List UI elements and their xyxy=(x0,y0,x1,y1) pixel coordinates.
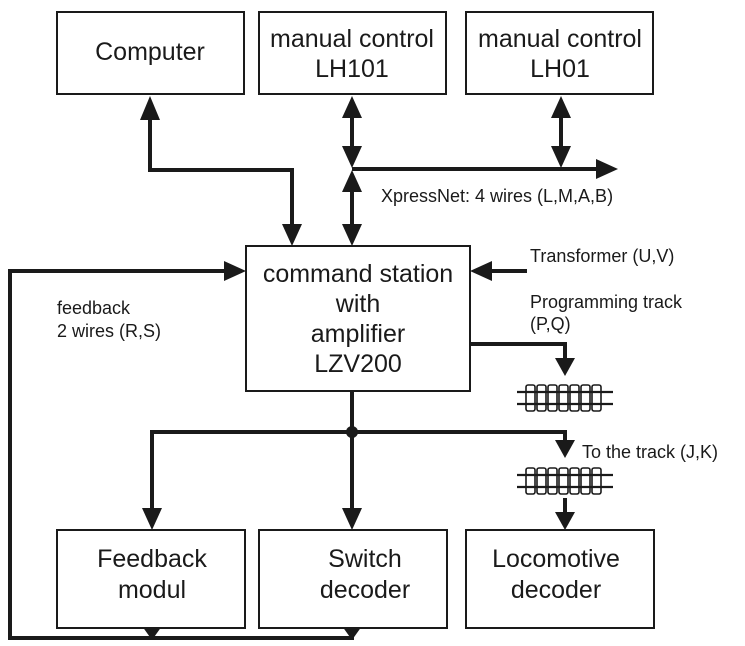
switch-decoder-label-line1: Switch xyxy=(328,545,402,573)
arrow-down-from-switch-decoder xyxy=(342,626,362,640)
arrow-down-to-feedback-modul xyxy=(142,508,162,530)
arrow-down-to-locomotive-decoder xyxy=(555,512,575,530)
manual-control-lh101-label-line2: LH101 xyxy=(315,55,389,83)
arrow-left-from-transformer xyxy=(470,261,492,281)
manual-control-lh01-label-line1: manual control xyxy=(478,25,642,53)
feedback-modul-block: Feedback modul xyxy=(56,529,246,629)
arrow-up-to-lh101 xyxy=(342,96,362,118)
switch-decoder-block: Switch decoder xyxy=(258,529,448,629)
locomotive-decoder-label-line2: decoder xyxy=(511,576,601,604)
programming-track-label-line1: Programming track xyxy=(530,292,683,312)
command-station-block: command station with amplifier LZV200 xyxy=(245,245,471,392)
manual-control-lh01-block: manual control LH01 xyxy=(465,11,654,95)
locomotive-decoder-block: Locomotive decoder xyxy=(465,529,655,629)
manual-control-lh01-label-line2: LH01 xyxy=(530,55,590,83)
feedback-modul-label-line2: modul xyxy=(118,576,186,604)
command-station-label-line3: amplifier xyxy=(311,320,405,348)
computer-to-station-wire xyxy=(148,120,294,234)
transformer-label: Transformer (U,V) xyxy=(530,246,674,266)
to-track-label: To the track (J,K) xyxy=(582,442,718,462)
bus-to-track-wire xyxy=(352,430,567,446)
arrow-down-from-lh101 xyxy=(342,146,362,168)
manual-control-lh101-block: manual control LH101 xyxy=(258,11,447,95)
arrow-down-from-feedback-modul xyxy=(142,626,162,640)
programming-track-label-line2: (P,Q) xyxy=(530,314,571,334)
arrow-heads xyxy=(140,96,618,640)
feedback-label-line1: feedback xyxy=(57,298,131,318)
arrow-down-from-lh01 xyxy=(551,146,571,168)
command-station-label-line4: LZV200 xyxy=(314,350,402,378)
arrow-down-to-track xyxy=(555,440,575,458)
manual-control-lh101-label-line1: manual control xyxy=(270,25,434,53)
arrow-right-xpressnet xyxy=(596,159,618,179)
feedback-label-line2: 2 wires (R,S) xyxy=(57,321,161,341)
locomotive-decoder-label-line1: Locomotive xyxy=(492,545,620,573)
bus-to-feedback-wire xyxy=(150,430,352,508)
feedback-modul-label-line1: Feedback xyxy=(97,545,207,573)
bus-junction-dot xyxy=(346,426,358,438)
arrow-right-feedback-into-station xyxy=(224,261,246,281)
programming-track-wire xyxy=(470,342,567,364)
arrow-down-to-station-from-computer xyxy=(282,224,302,246)
computer-block: Computer xyxy=(56,11,245,95)
xpressnet-label: XpressNet: 4 wires (L,M,A,B) xyxy=(381,186,613,206)
programming-track-icon xyxy=(517,384,613,412)
arrow-up-from-station xyxy=(342,170,362,192)
switch-decoder-label-line2: decoder xyxy=(320,576,410,604)
arrow-up-to-lh01 xyxy=(551,96,571,118)
arrow-down-to-programming-track xyxy=(555,358,575,376)
arrow-down-to-station xyxy=(342,224,362,246)
arrow-up-to-computer xyxy=(140,96,160,120)
computer-label: Computer xyxy=(95,38,205,66)
arrow-down-to-switch-decoder xyxy=(342,508,362,530)
command-station-label-line2: with xyxy=(335,290,380,318)
track-icon xyxy=(517,467,613,495)
command-station-label-line1: command station xyxy=(263,260,453,288)
